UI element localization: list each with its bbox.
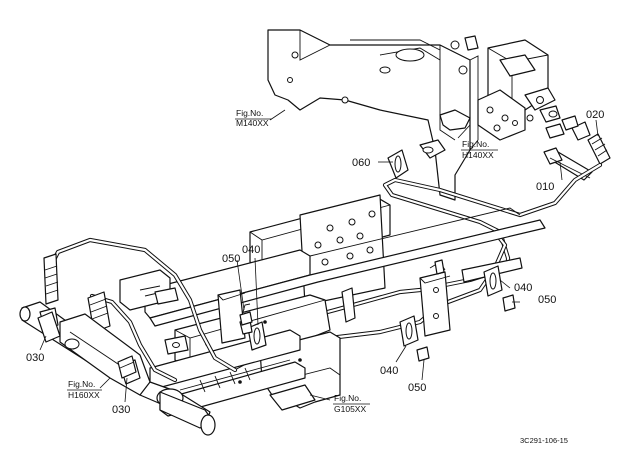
fig-ref-m140xx-line1: Fig.No. bbox=[236, 108, 263, 118]
clamp-040-right bbox=[483, 265, 503, 297]
fig-ref-h140xx-line1: Fig.No. bbox=[462, 139, 489, 149]
fitting-030-left bbox=[37, 311, 61, 343]
callout-040-left: 040 bbox=[242, 244, 260, 256]
fig-ref-h160xx-line2: H160XX bbox=[68, 390, 100, 400]
clamp-060 bbox=[387, 149, 409, 179]
fig-ref-g105xx-line1: Fig.No. bbox=[334, 393, 361, 403]
callout-020: 020 bbox=[586, 109, 604, 121]
callout-030-left: 030 bbox=[26, 352, 44, 364]
fig-ref-h140xx-line2: H140XX bbox=[462, 150, 494, 160]
callout-010: 010 bbox=[536, 181, 554, 193]
bolt-050-mid bbox=[416, 346, 430, 362]
fig-ref-h140xx: Fig.No. H140XX bbox=[461, 139, 498, 160]
fig-ref-g105xx: Fig.No. G105XX bbox=[333, 393, 370, 414]
callout-030-bottom: 030 bbox=[112, 404, 130, 416]
fig-ref-g105xx-line2: G105XX bbox=[334, 404, 366, 414]
fitting-010 bbox=[543, 115, 593, 181]
fig-ref-h160xx: Fig.No. H160XX bbox=[67, 379, 102, 400]
callout-040-mid: 040 bbox=[380, 365, 398, 377]
callout-060: 060 bbox=[352, 157, 370, 169]
callout-050-left: 050 bbox=[222, 253, 240, 265]
callout-040-right: 040 bbox=[514, 282, 532, 294]
steering-control-unit bbox=[477, 39, 565, 141]
leader-lines bbox=[39, 109, 599, 403]
fig-ref-m140xx: Fig.No. M140XX bbox=[235, 108, 272, 128]
fitting-030-bottom bbox=[117, 355, 137, 379]
hydraulic-hose bbox=[45, 237, 238, 383]
callout-050-right: 050 bbox=[538, 294, 556, 306]
clamp-040-mid bbox=[399, 315, 419, 347]
hose-fitting-left-top bbox=[43, 253, 59, 305]
fitting-020 bbox=[587, 133, 611, 165]
upper-frame-bracket bbox=[267, 29, 479, 201]
bolt-050-right bbox=[502, 294, 516, 312]
main-frame bbox=[119, 194, 546, 417]
fig-ref-h160xx-line1: Fig.No. bbox=[68, 379, 95, 389]
fig-ref-m140xx-line2: M140XX bbox=[236, 118, 269, 128]
callout-050-mid: 050 bbox=[408, 382, 426, 394]
drawing-number: 3C291-106-15 bbox=[520, 436, 568, 445]
